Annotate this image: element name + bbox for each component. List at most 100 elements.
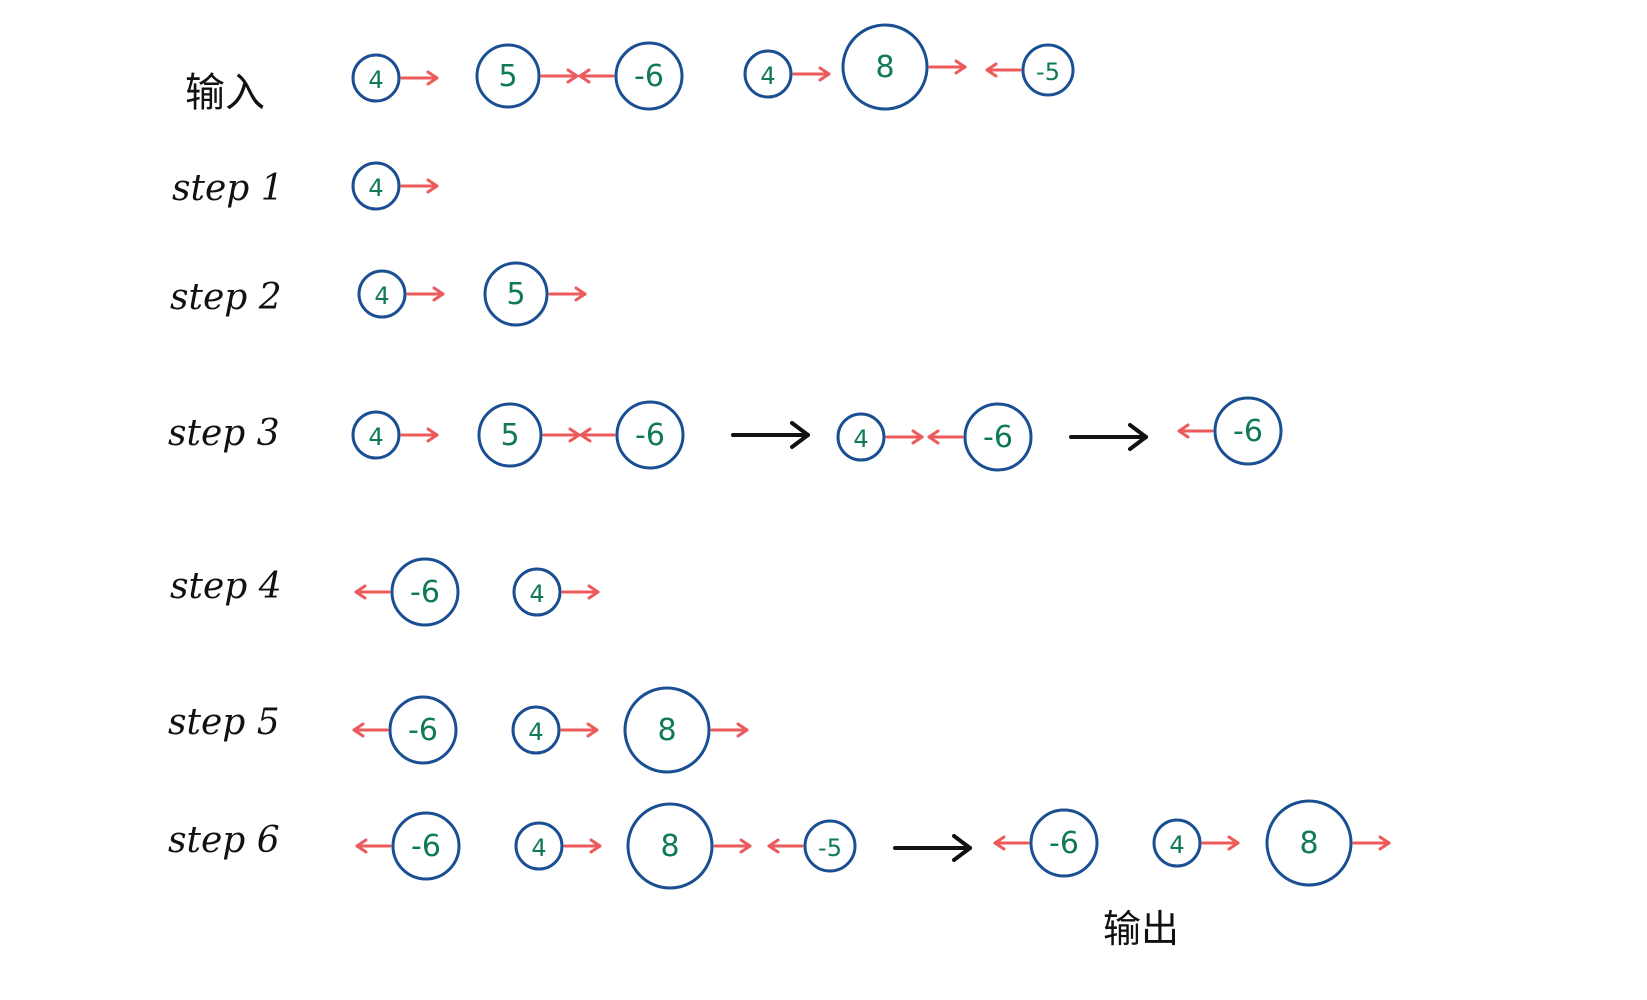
asteroid-input-5-right-arrow-head [954,59,967,75]
asteroid-step3-stage3-1-value: -6 [1233,414,1263,449]
asteroid-step4-1-value: -6 [410,575,440,610]
asteroid-step2-1: 4 [357,269,407,319]
step3-transition-arrow-2 [1069,423,1148,451]
asteroid-step6-stage2-1-left-arrow [993,835,1030,851]
asteroid-step2-1-value: 4 [374,282,389,310]
step3-transition-arrow-1 [731,421,810,449]
row-label-step4: step 4 [170,566,282,607]
asteroid-step3-stage3-1-ring [1213,396,1283,466]
asteroid-step6-stage2-1-left-arrow-head [993,835,1006,851]
asteroid-step6-stage1-1-value: -6 [411,829,441,864]
asteroid-step3-stage2-2-value: -6 [983,420,1013,455]
asteroid-input-4-value: 4 [760,62,775,90]
asteroid-step3-stage2-1-right-arrow [885,429,924,445]
asteroid-input-2-right-arrow-head [566,68,579,84]
asteroid-step4-2-value: 4 [529,580,544,608]
asteroid-step6-stage2-1: -6 [1029,808,1099,878]
asteroid-step5-3-right-arrow-head [736,722,749,738]
asteroid-step6-stage1-2: 4 [514,821,564,871]
asteroid-step1-1-right-arrow-head [426,178,439,194]
asteroid-step3-stage2-2: -6 [963,402,1033,472]
asteroid-step5-3-value: 8 [657,713,676,748]
asteroid-step3-stage1-3-left-arrow-head [579,427,592,443]
asteroid-step1-1-ring [351,161,401,211]
asteroid-input-4-right-arrow [792,66,831,82]
step3-transition-arrow-2-head [1128,423,1148,451]
asteroid-step3-stage2-2-left-arrow-head [927,429,940,445]
row-label-step6: step 6 [168,820,280,861]
asteroid-step6-stage2-2-right-arrow [1201,835,1240,851]
asteroid-input-3-value: -6 [634,59,664,94]
asteroid-step5-1-value: -6 [408,713,438,748]
asteroid-step5-2-right-arrow-head [586,722,599,738]
asteroid-step5-3-ring [623,686,711,774]
step6-transition-arrow-head [952,834,972,862]
asteroid-step3-stage3-1: -6 [1213,396,1283,466]
asteroid-step5-3-right-arrow [710,722,749,738]
asteroid-step5-1: -6 [388,695,458,765]
asteroid-step1-1: 4 [351,161,401,211]
asteroid-step6-stage1-1-left-arrow [355,838,392,854]
asteroid-step6-stage1-2-right-arrow [563,838,602,854]
row-label-step1: step 1 [172,168,284,209]
asteroid-step6-stage2-1-ring [1029,808,1099,878]
row-label-step5: step 5 [168,702,280,743]
asteroid-step5-1-left-arrow-head [352,722,365,738]
asteroid-step2-2-right-arrow-head [574,286,587,302]
asteroid-input-5: 8 [841,23,929,111]
asteroid-step3-stage3-1-left-arrow-head [1177,423,1190,439]
asteroid-step6-stage1-3-ring [626,802,714,890]
asteroid-input-6-ring [1021,43,1075,97]
asteroid-step6-stage1-3-right-arrow [713,838,752,854]
asteroid-step3-stage1-2-value: 5 [500,418,519,453]
asteroid-input-3: -6 [614,41,684,111]
step3-transition-arrow-1-head [790,421,810,449]
asteroid-step6-stage1-4: -5 [803,819,857,873]
asteroid-input-4: 4 [743,49,793,99]
asteroid-step5-2-ring [511,705,561,755]
asteroid-step3-stage2-2-ring [963,402,1033,472]
asteroid-step3-stage2-1-value: 4 [853,425,868,453]
asteroid-step4-2-right-arrow [561,584,600,600]
asteroid-step3-stage1-2: 5 [477,402,543,468]
asteroid-step5-1-left-arrow [352,722,389,738]
asteroid-step2-2: 5 [483,261,549,327]
asteroid-step3-stage1-2-ring [477,402,543,468]
asteroid-step3-stage1-3-value: -6 [635,418,665,453]
asteroid-input-4-right-arrow-head [818,66,831,82]
asteroid-input-6-value: -5 [1036,58,1060,86]
asteroid-input-5-ring [841,23,929,111]
asteroid-input-2: 5 [475,43,541,109]
asteroid-step6-stage1-2-right-arrow-head [589,838,602,854]
asteroid-step4-1-left-arrow [354,584,391,600]
asteroid-step3-stage3-1-left-arrow [1177,423,1214,439]
asteroid-step2-2-value: 5 [506,277,525,312]
asteroid-input-6-left-arrow [985,62,1022,78]
asteroid-input-1-right-arrow [400,70,439,86]
asteroid-step2-2-right-arrow [548,286,587,302]
row-label-step2: step 2 [170,277,282,318]
asteroid-step6-stage2-3-value: 8 [1299,826,1318,861]
asteroid-step6-stage2-1-value: -6 [1049,826,1079,861]
asteroid-input-2-ring [475,43,541,109]
asteroid-step2-2-ring [483,261,549,327]
asteroid-input-1-ring [351,53,401,103]
asteroid-input-6: -5 [1021,43,1075,97]
asteroid-input-4-ring [743,49,793,99]
asteroid-input-5-right-arrow [928,59,967,75]
asteroid-input-3-left-arrow [578,68,615,84]
asteroid-step1-1-right-arrow [400,178,439,194]
asteroid-input-3-ring [614,41,684,111]
asteroid-step3-stage1-3-left-arrow [579,427,616,443]
asteroid-step6-stage2-3-right-arrow-head [1378,835,1391,851]
output-label: 输出 [1103,907,1180,951]
asteroid-step4-2-right-arrow-head [587,584,600,600]
asteroid-step6-stage1-4-value: -5 [818,834,842,862]
asteroid-step6-stage1-4-left-arrow [767,838,804,854]
asteroid-input-6-left-arrow-head [985,62,998,78]
row-label-step3: step 3 [168,413,280,454]
asteroid-step5-1-ring [388,695,458,765]
asteroid-step2-1-right-arrow-head [432,286,445,302]
